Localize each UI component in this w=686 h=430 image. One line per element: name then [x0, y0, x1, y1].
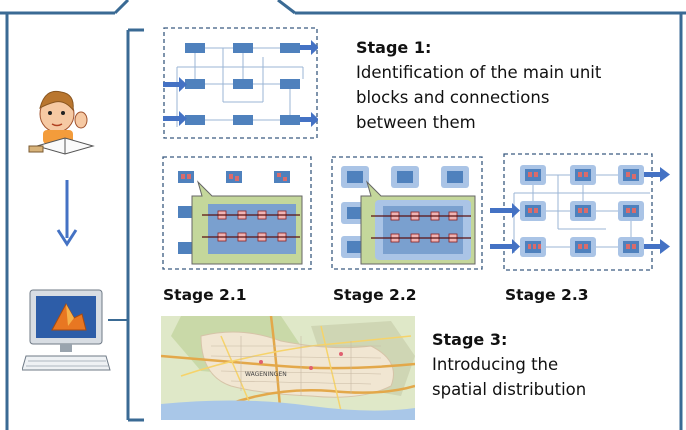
stage2-1-label: Stage 2.1: [163, 286, 247, 304]
stage2-1-diagram: [162, 156, 312, 270]
stage1-desc-line: Identification of the main unit: [356, 63, 602, 82]
map-city-label: WAGENINGEN: [245, 371, 287, 378]
stage1-desc-line: blocks and connections: [356, 88, 550, 107]
stage3-desc-line: Introducing the: [432, 355, 559, 374]
stage3-desc-line: spatial distribution: [432, 380, 587, 399]
map-image: WAGENINGEN: [161, 316, 415, 420]
stage2-3-label: Stage 2.3: [505, 286, 589, 304]
stage1-diagram: [163, 27, 318, 139]
computer-matlab-icon: [22, 289, 111, 371]
student-reading-icon: [28, 90, 95, 155]
stage1-description: Identification of the main unit blocks a…: [356, 60, 676, 135]
stage2-2-label: Stage 2.2: [333, 286, 417, 304]
stage1-title: Stage 1:: [356, 38, 432, 57]
stage2-3-diagram: [490, 153, 672, 271]
stage3-description: Introducing the spatial distribution: [432, 352, 672, 402]
stage2-2-diagram: [331, 156, 483, 270]
stage3-title: Stage 3:: [432, 330, 508, 349]
stage1-desc-line: between them: [356, 113, 476, 132]
arrow-down-icon: [56, 180, 78, 247]
